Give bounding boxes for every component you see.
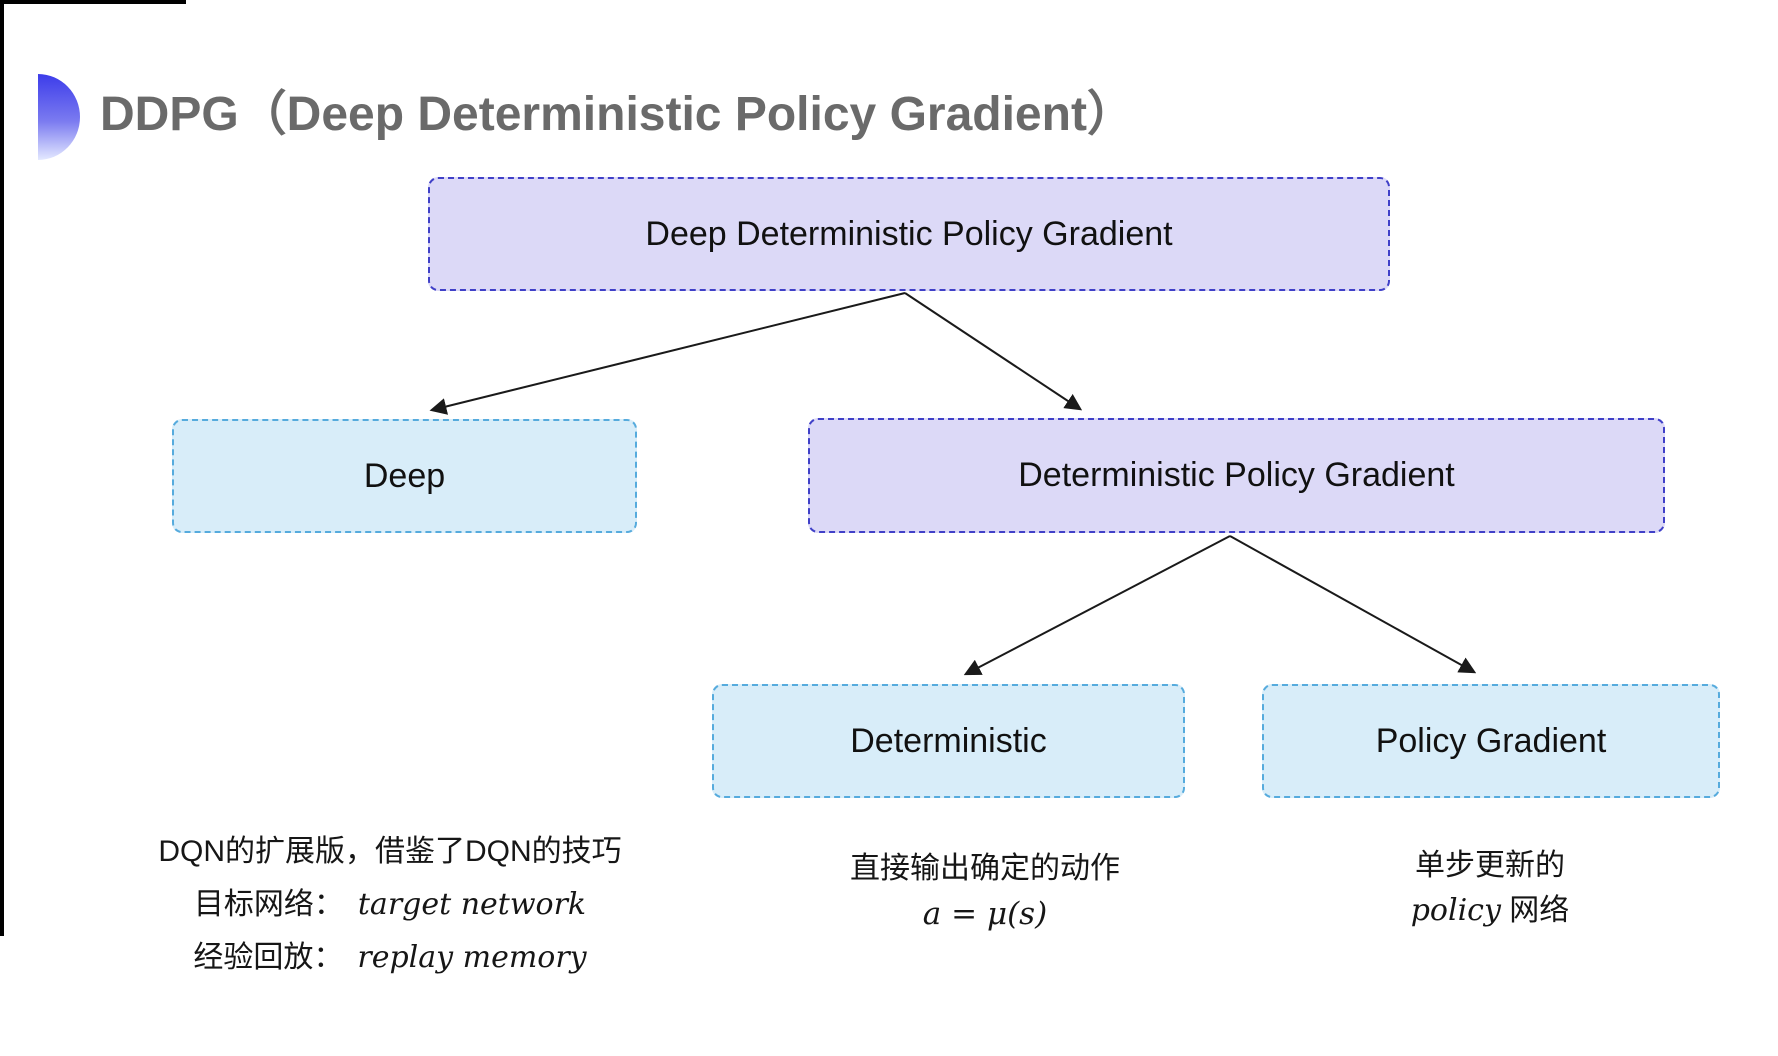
note-deep-line2-label: 目标网络： [193, 888, 344, 921]
tree-node-deterministic-policy-gradient: Deterministic Policy Gradient [808, 418, 1665, 533]
tree-node-deep-deterministic-policy-gradient: Deep Deterministic Policy Gradient [428, 177, 1390, 291]
note-deep-line3-term: replay memory [357, 940, 587, 975]
note-policy-gradient-suffix: 网络 [1500, 894, 1570, 927]
video-frame-top-edge [0, 0, 186, 4]
arrow-root-to-deep [429, 292, 906, 415]
note-policy-gradient-term: policy [1410, 893, 1501, 928]
note-deterministic-formula: a = μ(s) [795, 895, 1175, 934]
arrow-dpg-to-deterministic [963, 535, 1231, 676]
tree-node-label: Policy Gradient [1375, 721, 1607, 760]
note-deep-line2-term: target network [357, 887, 587, 922]
note-deterministic-line1: 直接输出确定的动作 [850, 852, 1120, 885]
tree-node-policy-gradient: Policy Gradient [1262, 684, 1720, 798]
tree-node-label: Deterministic [850, 721, 1047, 760]
note-deep-line2: 目标网络： target network [130, 886, 650, 924]
note-policy-gradient-line2: policy 网络 [1310, 892, 1670, 930]
note-deep-line3-label: 经验回放： [193, 941, 344, 974]
page-title: DDPG（Deep Deterministic Policy Gradient） [100, 88, 1135, 141]
tree-node-label: Deterministic Policy Gradient [1018, 456, 1455, 494]
arrow-dpg-to-policy-gradient [1229, 535, 1477, 674]
tree-node-label: Deep Deterministic Policy Gradient [645, 214, 1173, 253]
note-policy-gradient-line1: 单步更新的 [1415, 849, 1565, 882]
formula-a-equals-mu-s: a = μ(s) [922, 896, 1048, 932]
note-deep-line3: 经验回放： replay memory [130, 939, 650, 977]
tree-node-deep: Deep [172, 419, 637, 533]
tree-node-label: Deep [363, 456, 446, 495]
video-frame-left-edge [0, 0, 4, 936]
tree-node-deterministic: Deterministic [712, 684, 1185, 798]
note-deep-line1: DQN的扩展版，借鉴了DQN的技巧 [158, 835, 622, 868]
arrow-root-to-dpg [904, 292, 1083, 411]
title-bullet-half-circle-icon [38, 74, 80, 160]
